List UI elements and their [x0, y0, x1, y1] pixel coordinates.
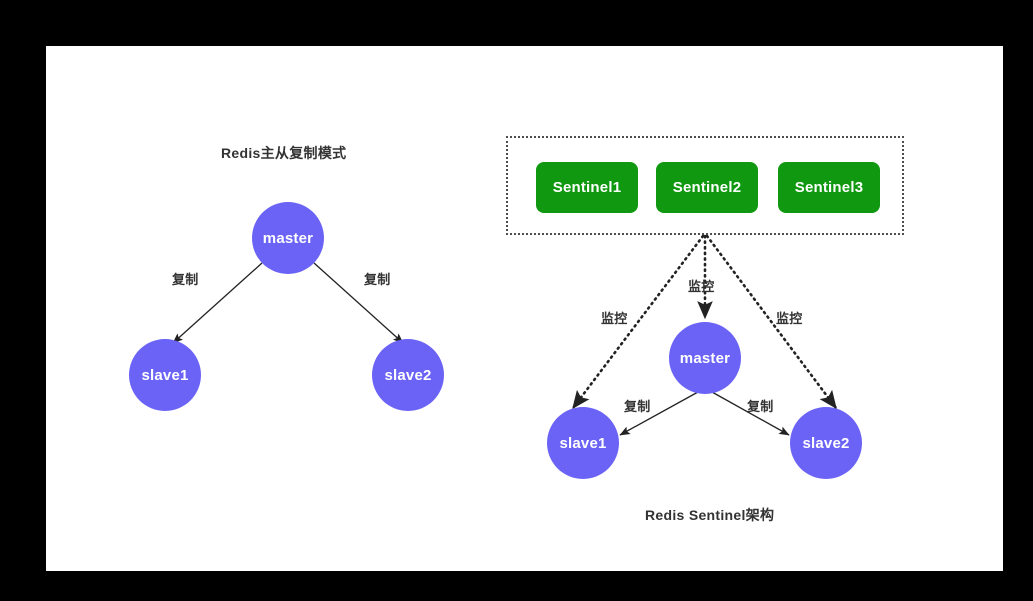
right-node-slave2[interactable]: slave2	[790, 407, 862, 479]
right-edge-label-monitor-slave2: 监控	[776, 311, 803, 326]
left-edge-label-replicate-slave2: 复制	[364, 272, 391, 287]
diagram-canvas	[46, 46, 1003, 571]
right-edge-label-monitor-slave1: 监控	[601, 311, 628, 326]
right-edge-label-monitor-master: 监控	[688, 279, 715, 294]
left-node-master[interactable]: master	[252, 202, 324, 274]
sentinel-box-2[interactable]: Sentinel2	[656, 162, 758, 213]
left-node-slave2[interactable]: slave2	[372, 339, 444, 411]
right-diagram-title: Redis Sentinel架构	[645, 507, 775, 523]
left-node-slave1[interactable]: slave1	[129, 339, 201, 411]
right-edge-label-replicate-slave2: 复制	[747, 399, 774, 414]
sentinel-box-3[interactable]: Sentinel3	[778, 162, 880, 213]
left-edge-label-replicate-slave1: 复制	[172, 272, 199, 287]
right-edge-label-replicate-slave1: 复制	[624, 399, 651, 414]
right-node-slave1[interactable]: slave1	[547, 407, 619, 479]
right-node-master[interactable]: master	[669, 322, 741, 394]
sentinel-group-container: Sentinel1 Sentinel2 Sentinel3	[506, 136, 904, 235]
sentinel-box-1[interactable]: Sentinel1	[536, 162, 638, 213]
left-diagram-title: Redis主从复制模式	[221, 145, 347, 161]
